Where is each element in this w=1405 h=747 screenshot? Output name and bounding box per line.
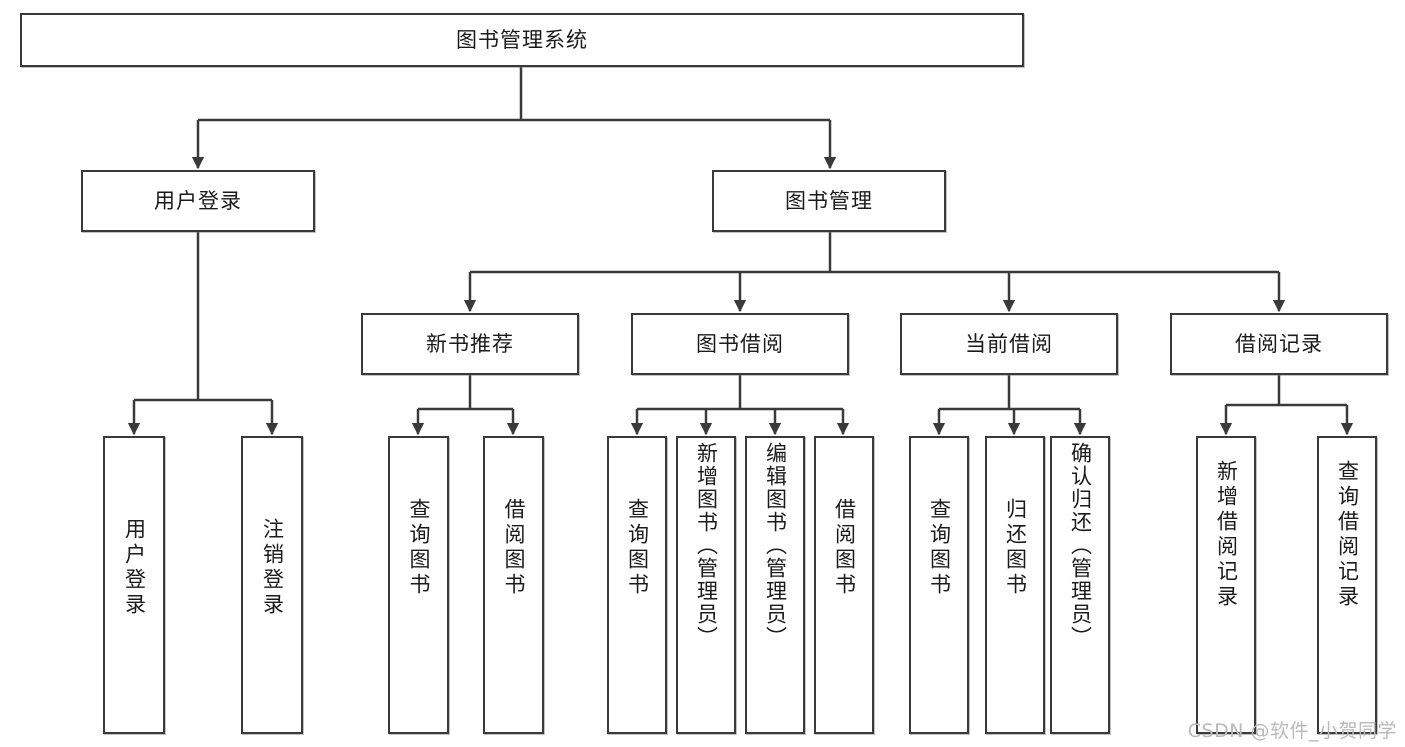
node-label: 新书推荐: [426, 331, 514, 356]
watermark-text: CSDN @软件_小贺同学: [1187, 720, 1397, 742]
leaf-current-return-book[interactable]: 归还图书: [985, 436, 1045, 734]
node-label: 借阅图书: [832, 498, 857, 598]
leaf-new-book-query[interactable]: 查询图书: [388, 436, 449, 734]
leaf-user-login[interactable]: 用户登录: [103, 436, 165, 734]
node-label: 当前借阅: [965, 331, 1053, 356]
node-label: 新增借阅记录: [1214, 460, 1239, 610]
node-label: 确认归还（管理员）: [1068, 442, 1093, 649]
leaf-current-confirm-return-admin[interactable]: 确认归还（管理员）: [1050, 436, 1110, 734]
node-label: 用户登录: [154, 188, 242, 213]
node-label: 查询图书: [407, 498, 431, 598]
node-book-borrowing[interactable]: 图书借阅: [631, 313, 849, 375]
leaf-record-query[interactable]: 查询借阅记录: [1317, 436, 1377, 734]
leaf-borrow-query-book[interactable]: 查询图书: [607, 436, 667, 734]
node-label: 查询图书: [625, 498, 650, 598]
node-label: 图书管理系统: [456, 27, 588, 52]
node-label: 注销登录: [260, 518, 285, 618]
leaf-logout[interactable]: 注销登录: [241, 436, 303, 734]
leaf-current-query-book[interactable]: 查询图书: [909, 436, 969, 734]
node-label: 用户登录: [122, 518, 147, 618]
node-label: 归还图书: [1003, 498, 1028, 598]
node-label: 图书管理: [785, 188, 873, 213]
node-borrowing-records[interactable]: 借阅记录: [1170, 313, 1388, 375]
node-current-borrowing[interactable]: 当前借阅: [900, 313, 1118, 375]
node-label: 查询图书: [927, 498, 952, 598]
node-label: 编辑图书（管理员）: [763, 442, 788, 649]
node-user-login[interactable]: 用户登录: [81, 170, 315, 232]
node-label: 借阅图书: [502, 498, 526, 598]
leaf-borrow-edit-book-admin[interactable]: 编辑图书（管理员）: [745, 436, 805, 734]
node-label: 新增图书（管理员）: [694, 442, 719, 649]
node-label: 查询借阅记录: [1335, 460, 1360, 610]
node-book-management[interactable]: 图书管理: [712, 170, 946, 232]
leaf-borrow-borrow-book[interactable]: 借阅图书: [814, 436, 874, 734]
node-label: 图书借阅: [696, 331, 784, 356]
node-label: 借阅记录: [1235, 331, 1323, 356]
leaf-record-add[interactable]: 新增借阅记录: [1196, 436, 1256, 734]
leaf-new-book-borrow[interactable]: 借阅图书: [483, 436, 544, 734]
node-new-book-recommendation[interactable]: 新书推荐: [361, 313, 579, 375]
leaf-borrow-add-book-admin[interactable]: 新增图书（管理员）: [676, 436, 736, 734]
node-root-book-management-system[interactable]: 图书管理系统: [20, 13, 1024, 67]
